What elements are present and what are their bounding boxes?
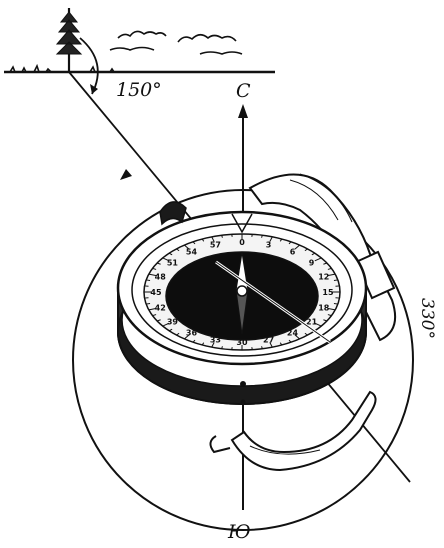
dial-number: 57 bbox=[210, 240, 221, 249]
dial-number: 54 bbox=[186, 248, 198, 257]
dial-number: 0 bbox=[239, 238, 245, 247]
dial-number: 51 bbox=[167, 259, 179, 268]
angle-label-top: 150° bbox=[116, 79, 162, 101]
south-label: Ю bbox=[227, 521, 251, 543]
north-arrowhead bbox=[238, 104, 248, 118]
dial-number: 15 bbox=[322, 288, 334, 297]
azimuth-arc-top-arrowhead bbox=[90, 84, 98, 94]
lock-clamp bbox=[160, 202, 186, 224]
tree-landmark bbox=[57, 8, 81, 72]
dial-number: 42 bbox=[155, 304, 166, 313]
angle-label-side: 330° bbox=[417, 298, 437, 339]
azimuth-arc-top bbox=[80, 38, 98, 94]
dial-number: 18 bbox=[318, 304, 330, 313]
dial-number: 9 bbox=[309, 259, 315, 268]
strap-loop bbox=[210, 436, 230, 452]
dial-number: 12 bbox=[318, 273, 329, 282]
dial-number: 6 bbox=[290, 248, 296, 257]
south-marker-dot bbox=[240, 381, 246, 387]
dial-number: 48 bbox=[155, 273, 167, 282]
dial-tick bbox=[146, 304, 150, 305]
cloud-left bbox=[110, 31, 166, 50]
outer-arc-arrowhead bbox=[120, 169, 132, 180]
dial-tick bbox=[146, 280, 150, 281]
dial-number: 3 bbox=[266, 240, 272, 249]
dial-tick bbox=[334, 280, 338, 281]
cloud-right bbox=[178, 35, 242, 54]
dial-number: 45 bbox=[150, 288, 162, 297]
dial-tick bbox=[334, 304, 338, 305]
north-label: С bbox=[236, 80, 251, 102]
landscape-scene: 150° bbox=[4, 8, 275, 101]
